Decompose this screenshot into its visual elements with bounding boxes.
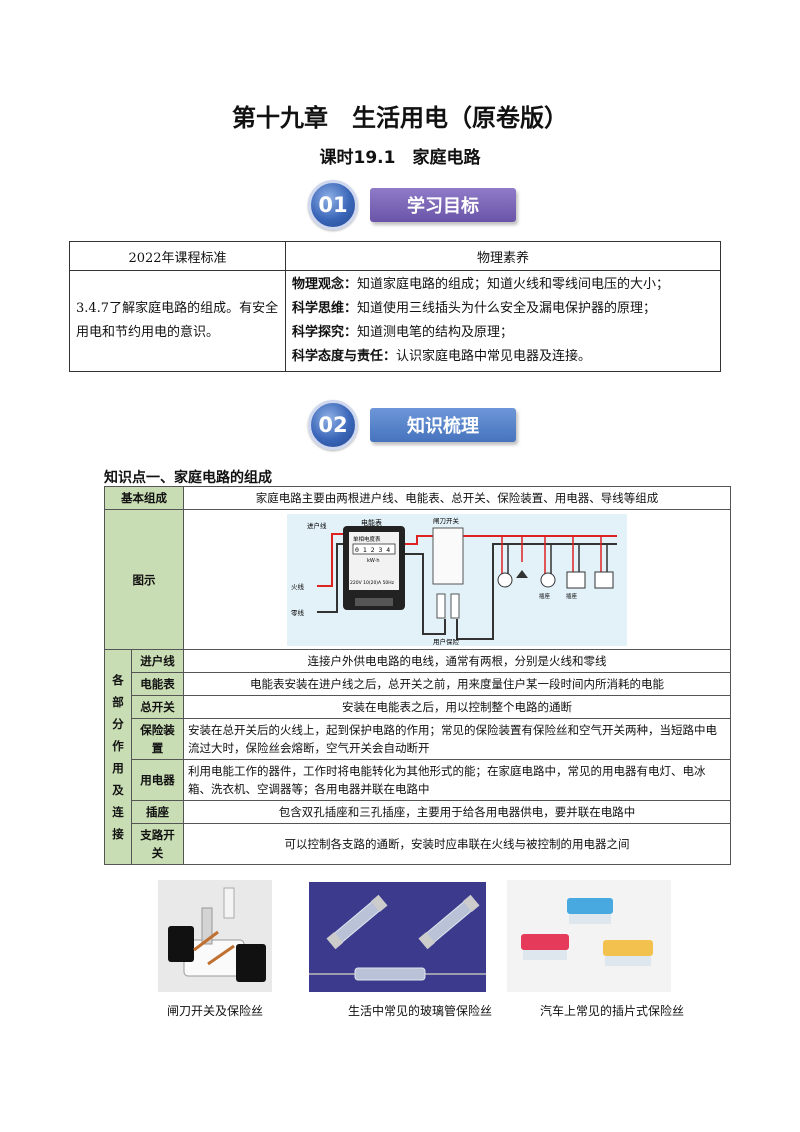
- group-label: 各部分作用及连接: [104, 649, 132, 865]
- blade-fuse-photo: [507, 880, 671, 992]
- row-text: 连接户外供电电路的电线，通常有两根，分别是火线和零线: [183, 649, 731, 673]
- row-text: 电能表安装在进户线之后，总开关之前，用来度量住户某一段时间内所消耗的电能: [183, 672, 731, 696]
- photo-caption: 汽车上常见的插片式保险丝: [539, 1004, 684, 1018]
- row-label: 用电器: [131, 759, 184, 801]
- goal-item: 科学思维：知道使用三线插头为什么安全及漏电保护器的原理；: [292, 301, 657, 316]
- neutral-label: 零线: [291, 608, 305, 617]
- row-text: 安装在电能表之后，用以控制整个电路的通断: [183, 695, 731, 719]
- knife-switch-photo: [158, 880, 272, 992]
- basic-label: 基本组成: [104, 486, 184, 510]
- lesson-subtitle: 课时19.1 家庭电路: [319, 148, 481, 168]
- section-01-badge: 01 学习目标: [308, 180, 516, 230]
- row-text: 包含双孔插座和三孔插座，主要用于给各用电器供电，要并联在电路中: [183, 800, 731, 824]
- col-header-literacy: 物理素养: [285, 241, 721, 271]
- socket-label: 插座: [539, 592, 551, 600]
- row-text: 安装在总开关后的火线上，起到保护电路的作用；常见的保险装置有保险丝和空气开关两种…: [183, 718, 731, 760]
- knowledge-table: 基本组成 家庭电路主要由两根进户线、电能表、总开关、保险装置、用电器、导线等组成…: [104, 486, 731, 865]
- knowledge-heading: 知识点一、家庭电路的组成: [104, 470, 272, 486]
- section-label: 知识梳理: [370, 408, 516, 442]
- section-02-badge: 02 知识梳理: [308, 400, 516, 450]
- basic-text: 家庭电路主要由两根进户线、电能表、总开关、保险装置、用电器、导线等组成: [183, 486, 731, 510]
- section-number: 02: [308, 400, 358, 450]
- goal-item: 科学态度与责任：认识家庭电路中常见电器及连接。: [292, 349, 592, 364]
- meter-name: 单相电度表: [353, 535, 381, 543]
- switch-label: 闸刀开关: [433, 516, 460, 525]
- plug-label: 插座: [566, 592, 578, 600]
- learning-goals-table: 2022年课程标准 物理素养 3.4.7了解家庭电路的组成。有安全用电和节约用电…: [69, 241, 721, 372]
- col-header-standard: 2022年课程标准: [69, 241, 286, 271]
- section-number: 01: [308, 180, 358, 230]
- meter-digits: 0 1 2 3 4: [355, 546, 390, 554]
- row-text: 利用电能工作的器件，工作时将电能转化为其他形式的能；在家庭电路中，常见的用电器有…: [183, 759, 731, 801]
- meter-unit: kW·h: [367, 558, 380, 564]
- entry-label: 进户线: [307, 521, 327, 530]
- row-label: 支路开关: [131, 823, 184, 865]
- section-label: 学习目标: [370, 188, 516, 222]
- row-label: 保险装置: [131, 718, 184, 760]
- meter-spec: 220V 10(20)A 50Hz: [350, 580, 395, 586]
- circuit-diagram: 电能表 单相电度表 0 1 2 3 4 kW·h 220V 10(20)A 50…: [287, 513, 627, 646]
- diagram-cell: 电能表 单相电度表 0 1 2 3 4 kW·h 220V 10(20)A 50…: [183, 509, 731, 650]
- goal-item: 物理观念：知道家庭电路的组成；知道火线和零线间电压的大小；: [292, 277, 670, 292]
- photo-caption: 生活中常见的玻璃管保险丝: [347, 1004, 492, 1018]
- standard-cell: 3.4.7了解家庭电路的组成。有安全用电和节约用电的意识。: [69, 270, 286, 372]
- row-text: 可以控制各支路的通断，安装时应串联在火线与被控制的用电器之间: [183, 823, 731, 865]
- page-title: 第十九章 生活用电（原卷版）: [232, 104, 568, 132]
- photo-caption: 闸刀开关及保险丝: [166, 1004, 263, 1018]
- row-label: 电能表: [131, 672, 184, 696]
- row-label: 插座: [131, 800, 184, 824]
- row-label: 进户线: [131, 649, 184, 673]
- meter-title: 电能表: [361, 518, 382, 527]
- goal-item: 科学探究：知道测电笔的结构及原理；: [292, 325, 514, 340]
- row-label: 总开关: [131, 695, 184, 719]
- fuse-label: 用户保险: [433, 637, 460, 646]
- live-label: 火线: [291, 582, 305, 591]
- glass-fuse-photo: [309, 882, 486, 992]
- literacy-cell: 物理观念：知道家庭电路的组成；知道火线和零线间电压的大小； 科学思维：知道使用三…: [285, 270, 721, 372]
- diagram-label: 图示: [104, 509, 184, 650]
